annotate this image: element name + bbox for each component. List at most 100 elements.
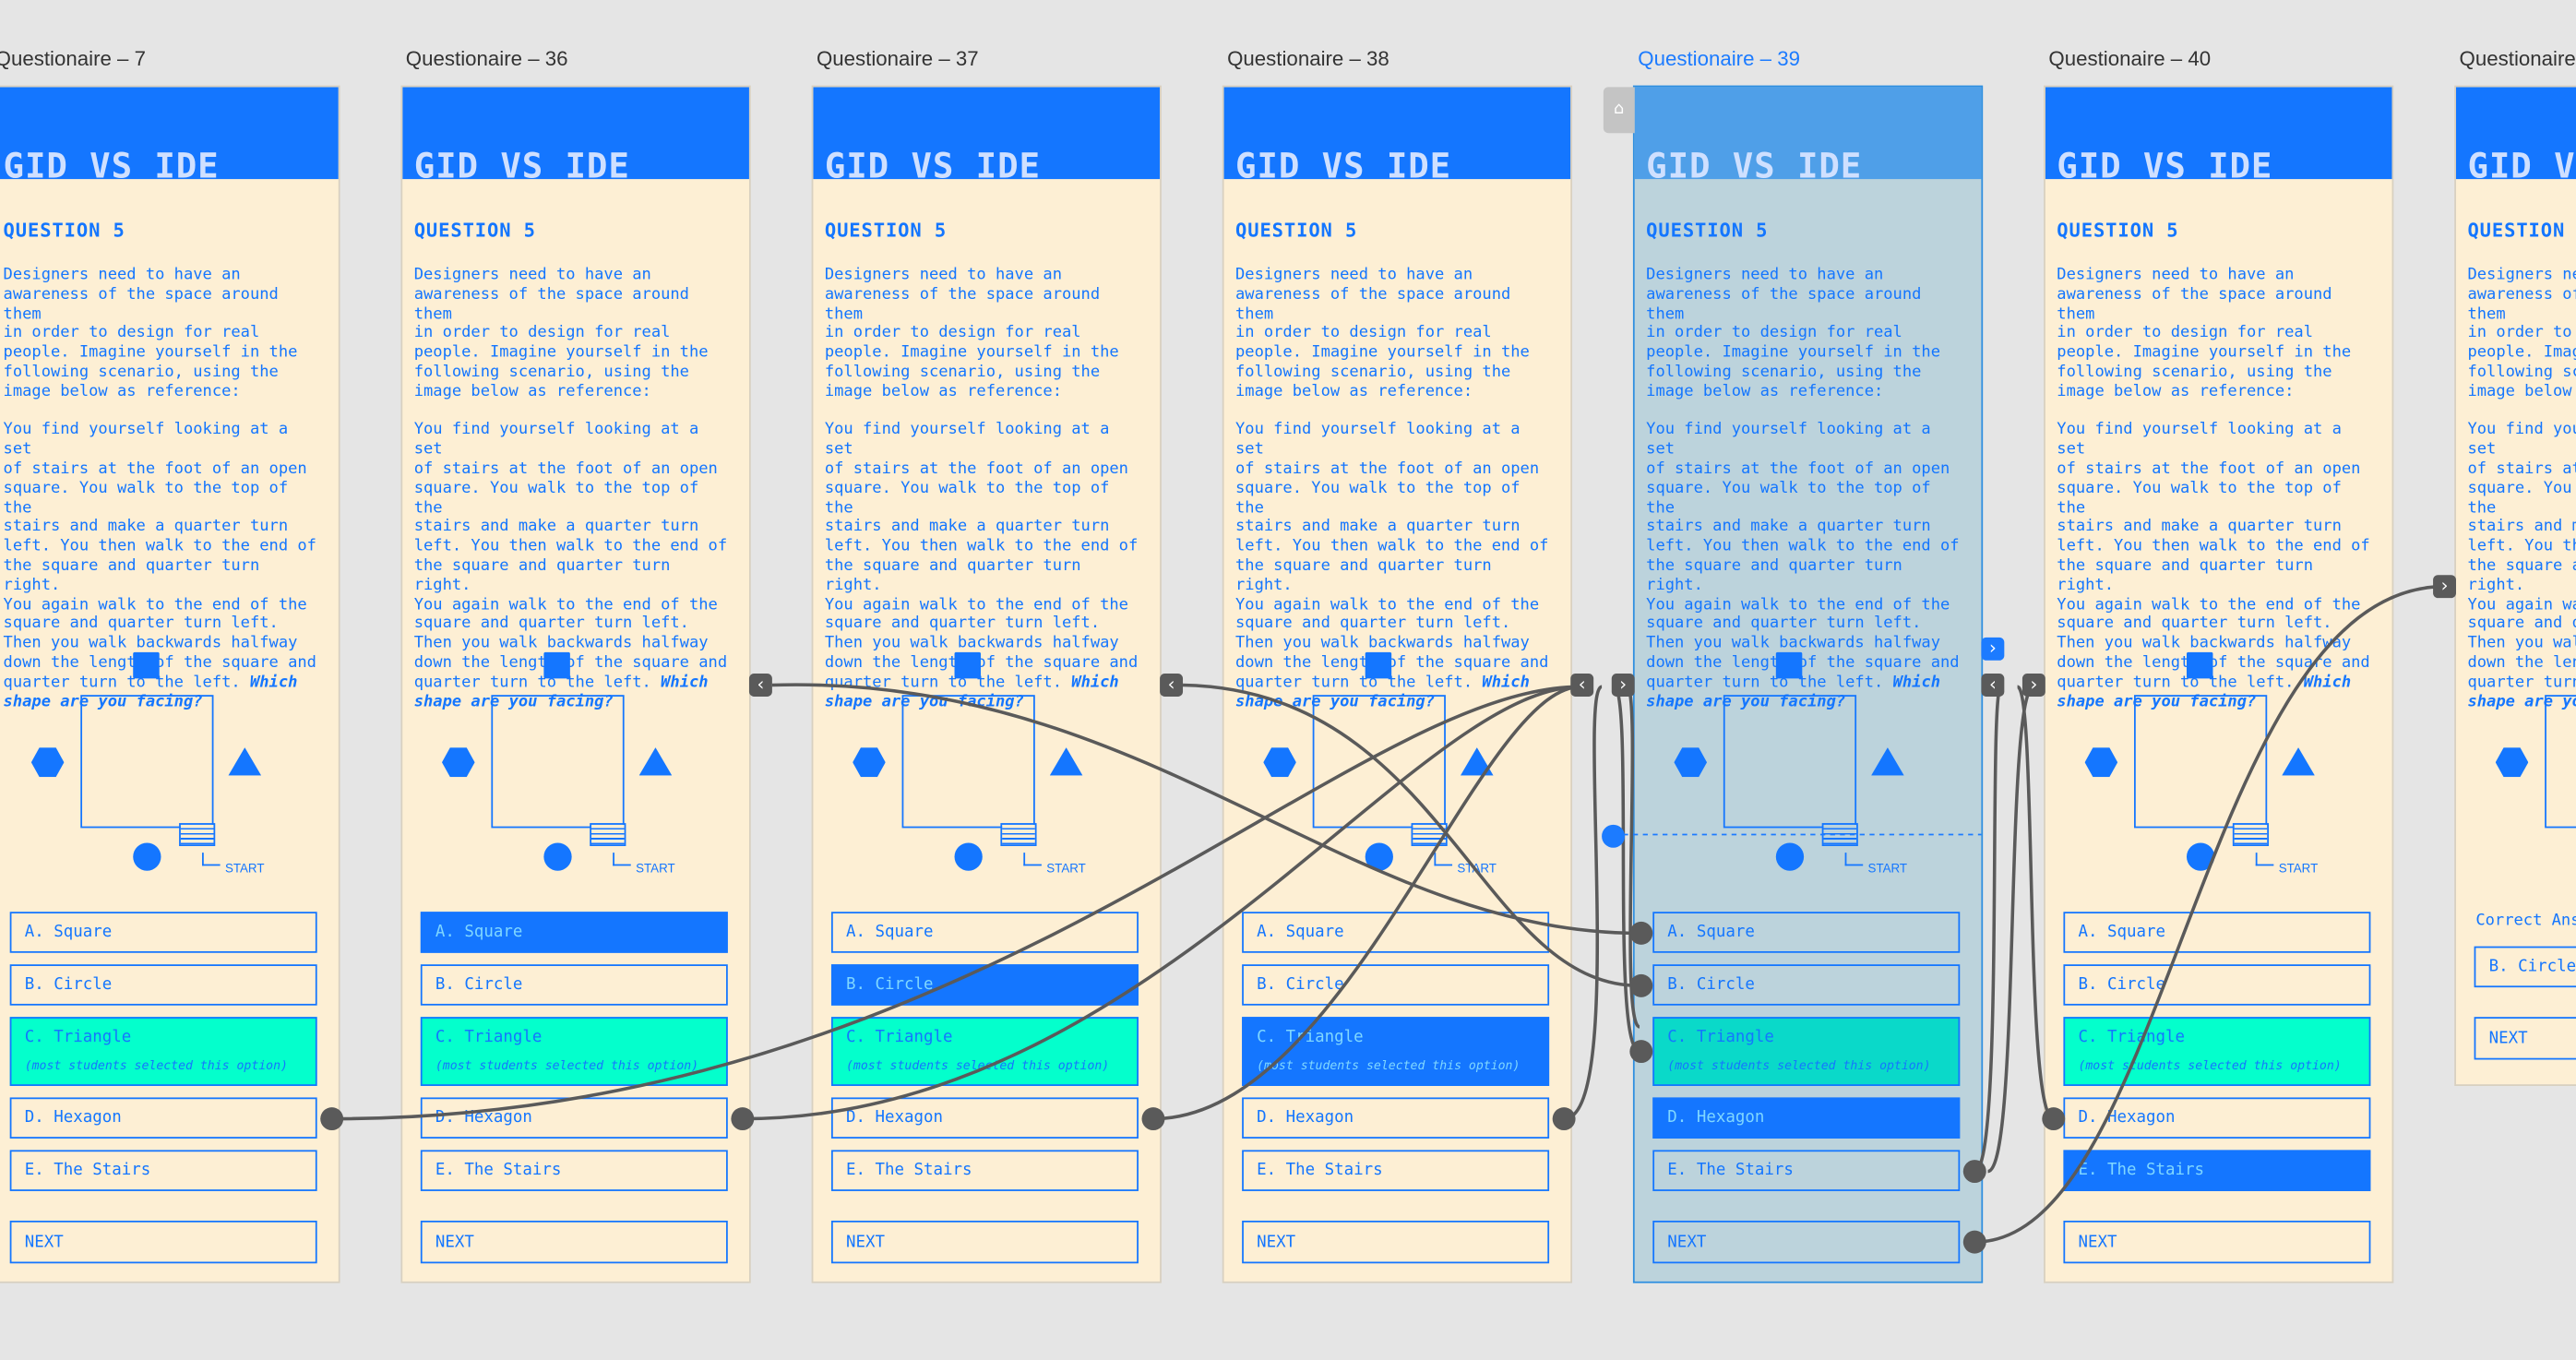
next-button[interactable]: NEXT: [9, 1220, 317, 1264]
app-title: GID VS IDE: [2057, 146, 2273, 186]
next-button[interactable]: NEXT: [1652, 1220, 1961, 1264]
option-d-button[interactable]: D. Hexagon: [420, 1097, 728, 1139]
next-button[interactable]: NEXT: [2474, 1017, 2576, 1060]
question-body: Designers need to have an awareness of t…: [4, 266, 326, 731]
connection-target-icon[interactable]: ›: [1611, 674, 1635, 697]
questionnaire-frame[interactable]: GID VS IDE QUESTION 5 Designers need to …: [2455, 87, 2576, 1085]
frame-label[interactable]: Questionaire: [2459, 47, 2576, 71]
flow-start-icon[interactable]: ›: [1981, 637, 2005, 661]
connection-start-handle[interactable]: [1141, 1107, 1165, 1131]
prototype-connection-line: [1986, 685, 2035, 1174]
triangle-shape-icon: [228, 747, 262, 776]
option-b-button[interactable]: B. Circle: [830, 964, 1139, 1006]
open-square-outline: [901, 695, 1035, 829]
option-b-button[interactable]: B. Circle: [420, 964, 728, 1006]
frame-label[interactable]: Questionaire – 36: [405, 47, 568, 71]
start-marker: [202, 853, 221, 866]
option-c-button[interactable]: C. Triangle(most students selected this …: [830, 1017, 1139, 1086]
option-a-button[interactable]: A. Square: [2063, 912, 2371, 953]
next-button[interactable]: NEXT: [420, 1220, 728, 1264]
option-a-button[interactable]: A. Square: [1242, 912, 1550, 953]
frame-label[interactable]: Questionaire – 40: [2048, 47, 2212, 71]
option-d-button[interactable]: D. Hexagon: [1242, 1097, 1550, 1139]
connection-end-handle[interactable]: [1629, 921, 1653, 945]
option-e-button[interactable]: E. The Stairs: [9, 1150, 317, 1191]
questionnaire-frame[interactable]: GID VS IDE QUESTION 5 Designers need to …: [1223, 87, 1571, 1282]
option-c-button[interactable]: C. Triangle(most students selected this …: [2063, 1017, 2371, 1086]
intro-paragraph: Designers need to have an awareness of t…: [2467, 266, 2576, 401]
option-b-button[interactable]: B. Circle: [1652, 964, 1961, 1006]
square-shape-icon: [2186, 651, 2213, 679]
app-title: GID VS IDE: [824, 146, 1041, 186]
questionnaire-frame[interactable]: GID VS IDE QUESTION 5 Designers need to …: [813, 87, 1161, 1282]
square-shape-icon: [954, 651, 982, 679]
connection-end-handle[interactable]: [1629, 1040, 1653, 1064]
circle-shape-icon: [2186, 842, 2215, 871]
start-label: START: [1457, 861, 1497, 877]
frame-label[interactable]: Questionaire – 37: [816, 47, 979, 71]
question-emphasis: Which shape are you facing?: [1646, 673, 1941, 711]
next-button[interactable]: NEXT: [830, 1220, 1139, 1264]
connection-target-icon[interactable]: ‹: [1570, 674, 1594, 697]
option-c-button[interactable]: C. Triangle(most students selected this …: [1242, 1017, 1550, 1086]
resize-handle[interactable]: [1602, 824, 1626, 848]
option-d-button[interactable]: D. Hexagon: [1652, 1097, 1961, 1139]
open-square-outline: [80, 695, 214, 829]
questionnaire-frame[interactable]: GID VS IDE QUESTION 5 Designers need to …: [0, 87, 339, 1282]
app-title: GID VS IDE: [2467, 146, 2576, 186]
option-a-button[interactable]: A. Square: [9, 912, 317, 953]
option-d-button[interactable]: D. Hexagon: [2063, 1097, 2371, 1139]
connection-start-handle[interactable]: [1962, 1230, 1986, 1254]
option-e-button[interactable]: E. The Stairs: [420, 1150, 728, 1191]
start-marker: [2255, 853, 2274, 866]
next-button[interactable]: NEXT: [2063, 1220, 2371, 1264]
answer-option-button[interactable]: B. Circle: [2474, 946, 2576, 988]
connection-start-handle[interactable]: [320, 1107, 344, 1131]
connection-target-icon[interactable]: ›: [2021, 674, 2045, 697]
connection-start-handle[interactable]: [731, 1107, 755, 1131]
connection-target-icon[interactable]: ‹: [1981, 674, 2005, 697]
option-d-button[interactable]: D. Hexagon: [830, 1097, 1139, 1139]
header-bar: GID VS IDE: [0, 87, 339, 185]
option-c-button[interactable]: C. Triangle(most students selected this …: [420, 1017, 728, 1086]
option-b-button[interactable]: B. Circle: [1242, 964, 1550, 1006]
frame-label[interactable]: Questionaire – 39: [1638, 47, 1800, 71]
reference-diagram: START: [2456, 642, 2576, 889]
stairs-icon: [1821, 823, 1858, 847]
option-d-button[interactable]: D. Hexagon: [9, 1097, 317, 1139]
questionnaire-frame[interactable]: GID VS IDE QUESTION 5 Designers need to …: [402, 87, 749, 1282]
connection-target-icon[interactable]: ‹: [1160, 674, 1184, 697]
circle-shape-icon: [954, 842, 983, 871]
frame-label[interactable]: Questionaire – 7: [0, 47, 147, 71]
option-a-button[interactable]: A. Square: [420, 912, 728, 953]
connection-end-handle[interactable]: [1629, 973, 1653, 997]
start-label: START: [1046, 861, 1086, 877]
frame-label[interactable]: Questionaire – 38: [1227, 47, 1389, 71]
option-b-button[interactable]: B. Circle: [2063, 964, 2371, 1006]
connection-target-icon[interactable]: ›: [2433, 575, 2456, 599]
option-b-button[interactable]: B. Circle: [9, 964, 317, 1006]
scenario-paragraph: You find yourself looking at a set of st…: [3, 421, 316, 711]
option-e-button[interactable]: E. The Stairs: [1652, 1150, 1961, 1191]
connection-start-handle[interactable]: [1962, 1160, 1986, 1184]
option-c-button[interactable]: C. Triangle(most students selected this …: [1652, 1017, 1961, 1086]
option-a-button[interactable]: A. Square: [1652, 912, 1961, 953]
questionnaire-frame[interactable]: GID VS IDE QUESTION 5 Designers need to …: [1634, 87, 1982, 1282]
connection-end-handle[interactable]: [2042, 1107, 2066, 1131]
connection-start-handle[interactable]: [1552, 1107, 1576, 1131]
option-e-button[interactable]: E. The Stairs: [830, 1150, 1139, 1191]
option-c-button[interactable]: C. Triangle(most students selected this …: [9, 1017, 317, 1086]
option-e-button[interactable]: E. The Stairs: [2063, 1150, 2371, 1191]
connection-target-icon[interactable]: ‹: [748, 674, 772, 697]
questionnaire-frame[interactable]: GID VS IDE QUESTION 5 Designers need to …: [2045, 87, 2392, 1282]
hexagon-shape-icon: [2084, 747, 2118, 778]
header-bar: GID VS IDE: [1223, 87, 1571, 185]
home-flow-icon[interactable]: ⌂: [1603, 87, 1635, 134]
next-button[interactable]: NEXT: [1242, 1220, 1550, 1264]
square-shape-icon: [1365, 651, 1392, 679]
app-title: GID VS IDE: [1235, 146, 1452, 186]
start-label: START: [224, 861, 265, 877]
option-e-button[interactable]: E. The Stairs: [1242, 1150, 1550, 1191]
option-a-button[interactable]: A. Square: [830, 912, 1139, 953]
